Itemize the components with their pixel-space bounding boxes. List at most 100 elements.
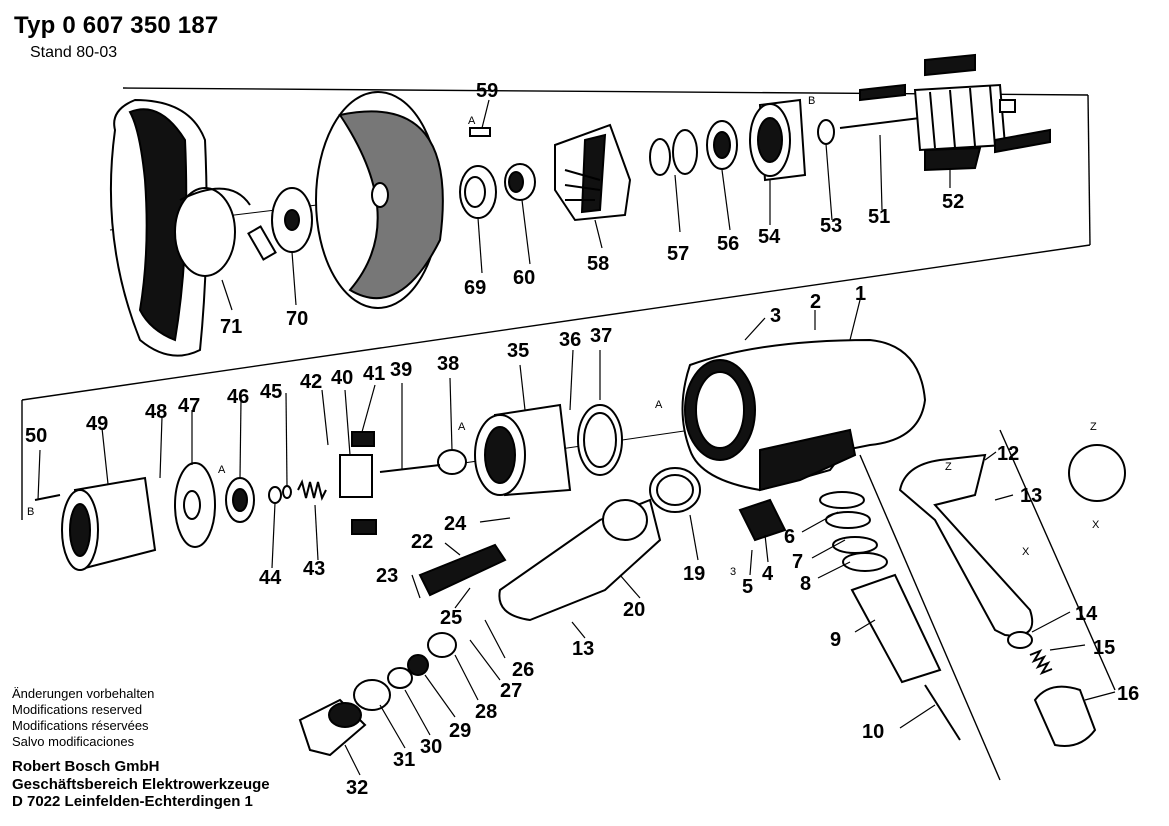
part-label-56: 56 [717,233,739,255]
part-label-40: 40 [331,367,353,389]
part-label-31: 31 [393,749,415,771]
marker-a-housing: A [655,399,663,411]
part-1-motor-housing [681,338,927,492]
company-name: Robert Bosch GmbH [12,758,160,775]
part-10-pin [924,684,961,741]
part-22-lever [418,543,507,597]
part-label-52: 52 [942,191,964,213]
notice-german: Änderungen vorbehalten [12,686,155,701]
part-label-14: 14 [1075,603,1098,625]
part-label-6: 6 [784,526,795,548]
part-label-58: 58 [587,253,609,275]
part-15-spring [1029,648,1053,676]
modification-notices: Änderungen vorbehalten Modifications res… [12,686,154,750]
marker-x-grip: X [1022,546,1030,558]
marker-z-grip: Z [945,461,952,473]
part-label-5: 5 [742,576,753,598]
part-label-23: 23 [376,565,398,587]
part-4-filter [738,498,787,542]
part-53-washer [817,119,835,145]
company-address: D 7022 Leinfelden-Echterdingen 1 [12,793,253,810]
page-title: Typ 0 607 350 187 [14,12,219,39]
part-label-8: 8 [800,573,811,595]
part-19-gasket [649,467,701,513]
part-30-seat [387,667,413,689]
part-label-38: 38 [437,353,459,375]
marker-small-3: 3 [730,566,736,578]
part-label-25: 25 [440,607,462,629]
part-label-30: 30 [420,736,442,758]
part-16-cap [1033,685,1097,747]
part-label-1: 1 [855,283,866,305]
part-z-plate [1068,444,1126,502]
part-37-gasket [577,404,623,476]
part-label-44: 44 [259,567,282,589]
part-12-grip [898,453,1034,637]
part-14-washer [1007,631,1033,649]
part-57-rings [649,129,698,176]
part-label-4: 4 [762,563,774,585]
part-label-60: 60 [513,267,535,289]
part-51-armature [839,83,1016,152]
part-60-bushing [504,163,536,201]
part-label-24: 24 [444,513,467,535]
part-label-50: 50 [25,425,47,447]
part-52-segments [859,53,1051,172]
part-32-nozzle [298,698,367,757]
part-label-22: 22 [411,531,433,553]
part-label-19: 19 [683,563,705,585]
part-label-3: 3 [770,305,781,327]
part-label-49: 49 [86,413,108,435]
part-label-26: 26 [512,659,534,681]
marker-z-plate: Z [1090,421,1097,433]
part-label-59: 59 [476,80,498,102]
part-label-2: 2 [810,291,821,313]
part-label-47: 47 [178,395,200,417]
part-54-bearing-housing [749,98,807,182]
part-35-sleeve [474,403,572,497]
part-label-9: 9 [830,629,841,651]
part-20-handle [498,498,662,622]
company-address-block: Robert Bosch GmbH Geschäftsbereich Elekt… [12,758,270,811]
part-label-39: 39 [390,359,412,381]
part-46-bearing [225,477,255,523]
part-label-53: 53 [820,215,842,237]
part-label-13-grip: 13 [1020,485,1042,507]
part-label-7: 7 [792,551,803,573]
part-label-35: 35 [507,340,529,362]
marker-a-plate: A [218,464,226,476]
part-label-48: 48 [145,401,167,423]
leader-lines [37,99,1116,776]
part-label-32: 32 [346,777,368,799]
company-division: Geschäftsbereich Elektrowerkzeuge [12,775,270,793]
marker-b-lower: B [27,506,34,518]
part-label-20: 20 [623,599,645,621]
part-29-ball [407,654,429,676]
part-6-7-8-rings [819,491,888,572]
part-44-45-rings [268,485,292,504]
part-28-disc [427,632,457,658]
marker-b-upper: B [808,95,815,107]
part-31-disc [353,679,391,711]
part-label-13-front: 13 [572,638,594,660]
marker-a-sleeve: A [458,421,466,433]
part-label-45: 45 [260,381,282,403]
part-43-spring [297,479,327,501]
notice-english: Modifications reserved [12,702,143,717]
part-label-27: 27 [500,680,522,702]
part-40-valve-block [339,431,377,535]
part-label-29: 29 [449,720,471,742]
part-label-42: 42 [300,371,322,393]
part-label-69: 69 [464,277,486,299]
part-69-nut [459,165,497,219]
revision-stand: Stand 80-03 [30,44,118,61]
part-50-pin [34,494,61,501]
part-70-flange [247,187,313,261]
marker-x-plate: X [1092,519,1100,531]
part-label-41: 41 [363,363,385,385]
part-39-rod [379,464,441,473]
part-47-plate [174,462,216,548]
part-label-12: 12 [997,443,1019,465]
part-label-70: 70 [286,308,308,330]
